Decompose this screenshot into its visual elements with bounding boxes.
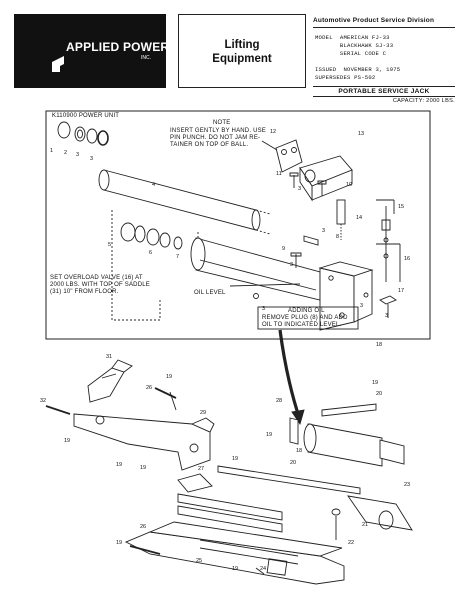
title-box: Lifting Equipment <box>178 14 306 88</box>
callout-3h: 3 <box>385 313 389 319</box>
note-line-1: INSERT GENTLY BY HAND. USE <box>170 128 267 134</box>
callout-8: 8 <box>336 234 340 240</box>
callout-15: 15 <box>398 204 405 210</box>
callout-19i: 19 <box>232 566 239 572</box>
overload-note-1: SET OVERLOAD VALVE (16) AT <box>50 275 143 281</box>
callout-31: 31 <box>106 354 113 360</box>
power-unit-label: K110900 POWER UNIT <box>52 113 120 119</box>
document-title: Lifting Equipment <box>179 38 305 66</box>
callout-19d: 19 <box>140 465 147 471</box>
brand-logo-panel <box>14 14 166 88</box>
callout-9: 9 <box>282 246 286 252</box>
adding-oil-line-2: OIL TO INDICATED LEVEL. <box>262 322 342 328</box>
capacity: CAPACITY: 2000 LBS. <box>392 98 455 104</box>
callout-3e: 3 <box>290 262 294 268</box>
division-heading: Automotive Product Service Division <box>313 17 455 28</box>
callout-4: 4 <box>152 182 156 188</box>
callout-19c: 19 <box>116 462 123 468</box>
callout-12: 12 <box>270 129 277 135</box>
model-line-1: MODEL AMERICAN FJ-33 <box>315 34 390 41</box>
note-line-2: PIN PUNCH. DO NOT JAM RE- <box>170 135 261 141</box>
callout-18: 18 <box>376 342 383 348</box>
overload-note-3: (31) 10" FROM FLOOR. <box>50 289 119 295</box>
callout-23: 23 <box>404 482 411 488</box>
callout-19f: 19 <box>372 380 379 386</box>
callout-28: 28 <box>276 398 283 404</box>
adding-oil-line-1: REMOVE PLUG (8) AND ADD <box>262 315 348 321</box>
callout-3c: 3 <box>298 186 302 192</box>
callout-3f: 3 <box>262 306 266 312</box>
callout-1: 1 <box>50 148 54 154</box>
callout-7: 7 <box>176 254 180 260</box>
callout-27: 27 <box>198 466 205 472</box>
brand-name: APPLIED POWER <box>66 40 170 54</box>
note-line-3: TAINER ON TOP OF BALL. <box>170 142 249 148</box>
callout-2: 2 <box>64 150 68 156</box>
model-line-2: BLACKHAWK SJ-33 <box>315 42 394 49</box>
callout-5: 5 <box>108 242 112 248</box>
issued-date: ISSUED NOVEMBER 3, 1975 <box>315 66 401 73</box>
callout-3: 3 <box>76 152 80 158</box>
callout-14: 14 <box>356 215 363 221</box>
model-line-3: SERIAL CODE C <box>315 50 387 57</box>
callout-20a: 20 <box>376 391 383 397</box>
callout-3b: 3 <box>90 156 94 162</box>
callout-17: 17 <box>398 288 405 294</box>
callout-3g: 3 <box>360 303 364 309</box>
product-name: PORTABLE SERVICE JACK <box>313 86 455 97</box>
callout-32: 32 <box>40 398 47 404</box>
callout-20b: 20 <box>290 460 297 466</box>
callout-18b: 18 <box>296 448 303 454</box>
callout-16: 16 <box>404 256 411 262</box>
note-title: NOTE <box>213 120 231 126</box>
oil-level-label: OIL LEVEL <box>194 290 226 296</box>
callout-21: 21 <box>362 522 369 528</box>
applied-power-logo-icon <box>52 56 64 72</box>
callout-3d: 3 <box>322 228 326 234</box>
callout-26b: 26 <box>140 524 147 530</box>
callout-29: 29 <box>200 410 207 416</box>
title-line-1: Lifting <box>224 39 260 51</box>
title-line-2: Equipment <box>212 53 272 65</box>
adding-oil-title: ADDING OIL <box>288 308 325 314</box>
callout-6: 6 <box>149 250 153 256</box>
callout-19g: 19 <box>232 456 239 462</box>
callout-25: 25 <box>196 558 203 564</box>
supersedes: SUPERSEDES PS-502 <box>315 74 376 81</box>
callout-13: 13 <box>358 131 365 137</box>
brand-suffix: INC. <box>141 55 151 61</box>
overload-note-2: 2000 LBS. WITH TOP OF SADDLE <box>50 282 150 288</box>
callout-10: 10 <box>346 182 353 188</box>
callout-24: 24 <box>260 566 267 572</box>
callout-11: 11 <box>276 171 282 177</box>
callout-19e: 19 <box>266 432 273 438</box>
callout-19b: 19 <box>64 438 71 444</box>
callout-19h: 19 <box>116 540 123 546</box>
callout-22: 22 <box>348 540 355 546</box>
callout-26a: 26 <box>146 385 153 391</box>
callout-19a: 19 <box>166 374 173 380</box>
